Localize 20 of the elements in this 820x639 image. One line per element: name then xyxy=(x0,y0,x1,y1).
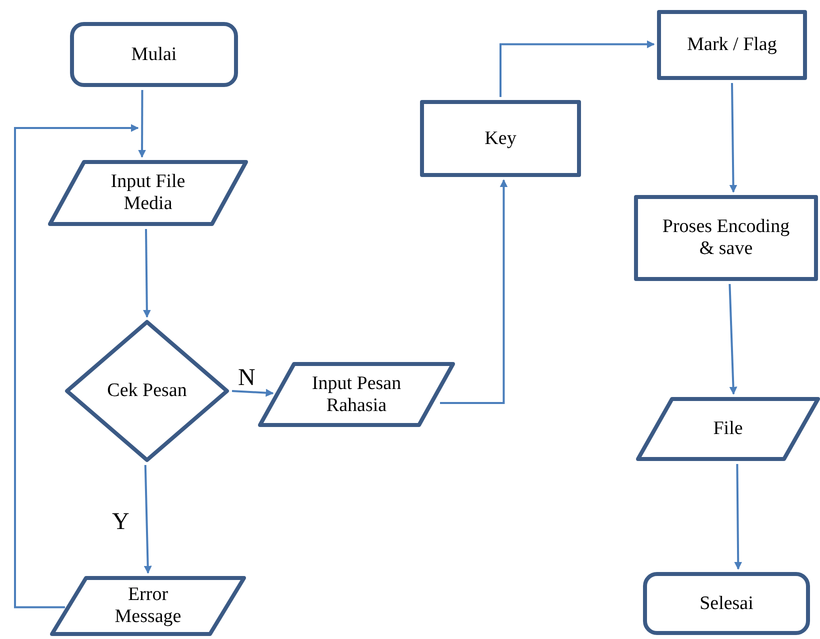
node-label: Input File Media xyxy=(110,171,186,215)
arrow xyxy=(440,179,508,404)
arrow xyxy=(734,464,742,570)
node-label: Selesai xyxy=(700,592,754,614)
node-label: Key xyxy=(484,128,516,150)
node-label: Cek Pesan xyxy=(107,380,187,402)
arrow xyxy=(232,388,274,397)
node-label: Input Pesan Rahasia xyxy=(310,372,402,416)
arrow xyxy=(728,284,738,395)
arrow xyxy=(14,124,139,608)
node-label: File xyxy=(713,418,743,440)
arrow xyxy=(138,90,146,158)
arrow xyxy=(142,228,151,318)
node-label: Mark / Flag xyxy=(687,34,777,56)
node-label: Error Message xyxy=(114,584,182,628)
arrow xyxy=(144,464,152,574)
arrow xyxy=(729,82,738,193)
node-label: Mulai xyxy=(131,44,177,66)
node-label: Proses Encoding & save xyxy=(661,216,791,260)
arrow xyxy=(500,40,655,97)
